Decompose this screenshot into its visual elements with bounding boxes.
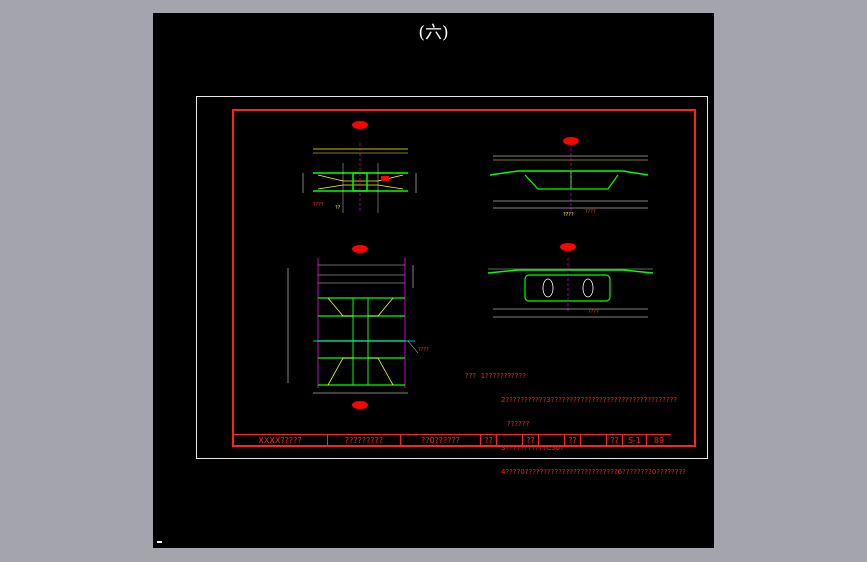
title-block-subtitle: ??0?????? (401, 435, 481, 447)
drawing-canvas: (六) ???? ?? (153, 13, 714, 548)
view-top-right: ???? ???? (489, 137, 649, 218)
note-line: ?????? (507, 420, 530, 428)
sheet-inner-border (232, 109, 696, 447)
title-block-value (497, 435, 523, 447)
title-block-value (539, 435, 565, 447)
ucs-origin-marker (157, 541, 162, 543)
general-notes: ??? 1??????????? 2???????????3??????????… (465, 356, 686, 492)
svg-text:??: ?? (335, 205, 341, 211)
svg-text:????: ???? (313, 202, 324, 208)
sheet-outer-frame (196, 96, 708, 459)
cad-drawing: ???? ?? ???? ???? (287, 121, 654, 409)
title-block-label: ?? (607, 435, 623, 447)
svg-text:????: ???? (563, 212, 574, 218)
title-block-drawing-name: ????????? (328, 435, 401, 447)
title-block-sheet-number: 89 (653, 436, 665, 445)
title-block: XXXX????? ????????? ??0?????? ?? ?? ?? ?… (233, 434, 671, 447)
title-block-value (581, 435, 607, 447)
svg-text:????: ???? (588, 309, 599, 315)
note-line: 2???????????3???????????????????????????… (501, 396, 678, 404)
title-block-label: ?? (523, 435, 539, 447)
drawing-title: (六) (418, 23, 449, 43)
title-block-label: ?? (481, 435, 497, 447)
view-middle-right: ???? (487, 243, 654, 318)
note-line: 3???????????C50? (501, 444, 564, 452)
view-middle-left: ???? (287, 245, 429, 409)
svg-text:????: ???? (418, 347, 429, 353)
title-block-project: XXXX????? (233, 435, 328, 447)
title-block-label: ?? (565, 435, 581, 447)
title-block-sheet-code: S-1 (623, 435, 647, 447)
note-line: ??? 1??????????? (465, 372, 526, 380)
svg-text:????: ???? (585, 209, 596, 215)
view-top-left: ???? ?? (302, 121, 417, 213)
note-line: 4????0?????????????????????????6????????… (501, 468, 687, 476)
